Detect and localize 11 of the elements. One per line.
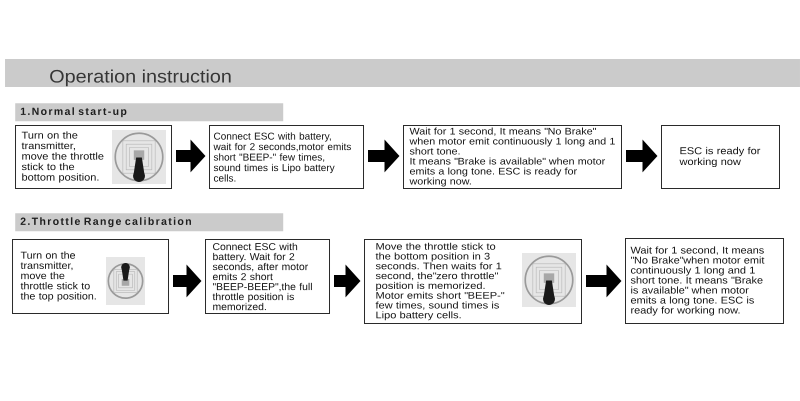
section-header: 2.Throttle Range calibration: [15, 213, 284, 232]
section-header: 1.Normal start-up: [15, 103, 284, 122]
step-box: Connect ESC with battery. Wait for 2 seconds, after motor emits 2 short "BEEP-BEEP",the full throttle position is memorized.: [205, 239, 330, 314]
title-bar: Operation instruction: [5, 59, 800, 87]
step-box: Connect ESC with battery, wait for 2 seconds,motor emits short "BEEP-" few times, sound times is Lipo battery cells.: [209, 125, 364, 189]
step-box: Turn on the transmitter, move the throttle stick to the top position.: [12, 239, 169, 314]
step-box: Wait for 1 second, It means "No Brake"when motor emit continuously 1 long and 1 short tone. It means "Brake is available" when motor emits a long tone. ESC is ready for working now.: [625, 238, 784, 324]
step-box: ESC is ready for working now: [661, 125, 780, 189]
step-box: Wait for 1 second, It means "No Brake" when motor emit continuously 1 long and 1 short tone. It means "Brake is available" when motor emits a long tone. ESC is ready for working now.: [403, 125, 622, 189]
step-box: Turn on the transmitter, move the throttle stick to the bottom position.: [15, 125, 172, 189]
step-box: Move the throttle stick to the bottom position in 3 seconds. Then waits for 1 second, the"zero throttle" position is memorized. Motor emits short "BEEP-" few times, sound times is Lipo battery cells.: [364, 239, 582, 324]
